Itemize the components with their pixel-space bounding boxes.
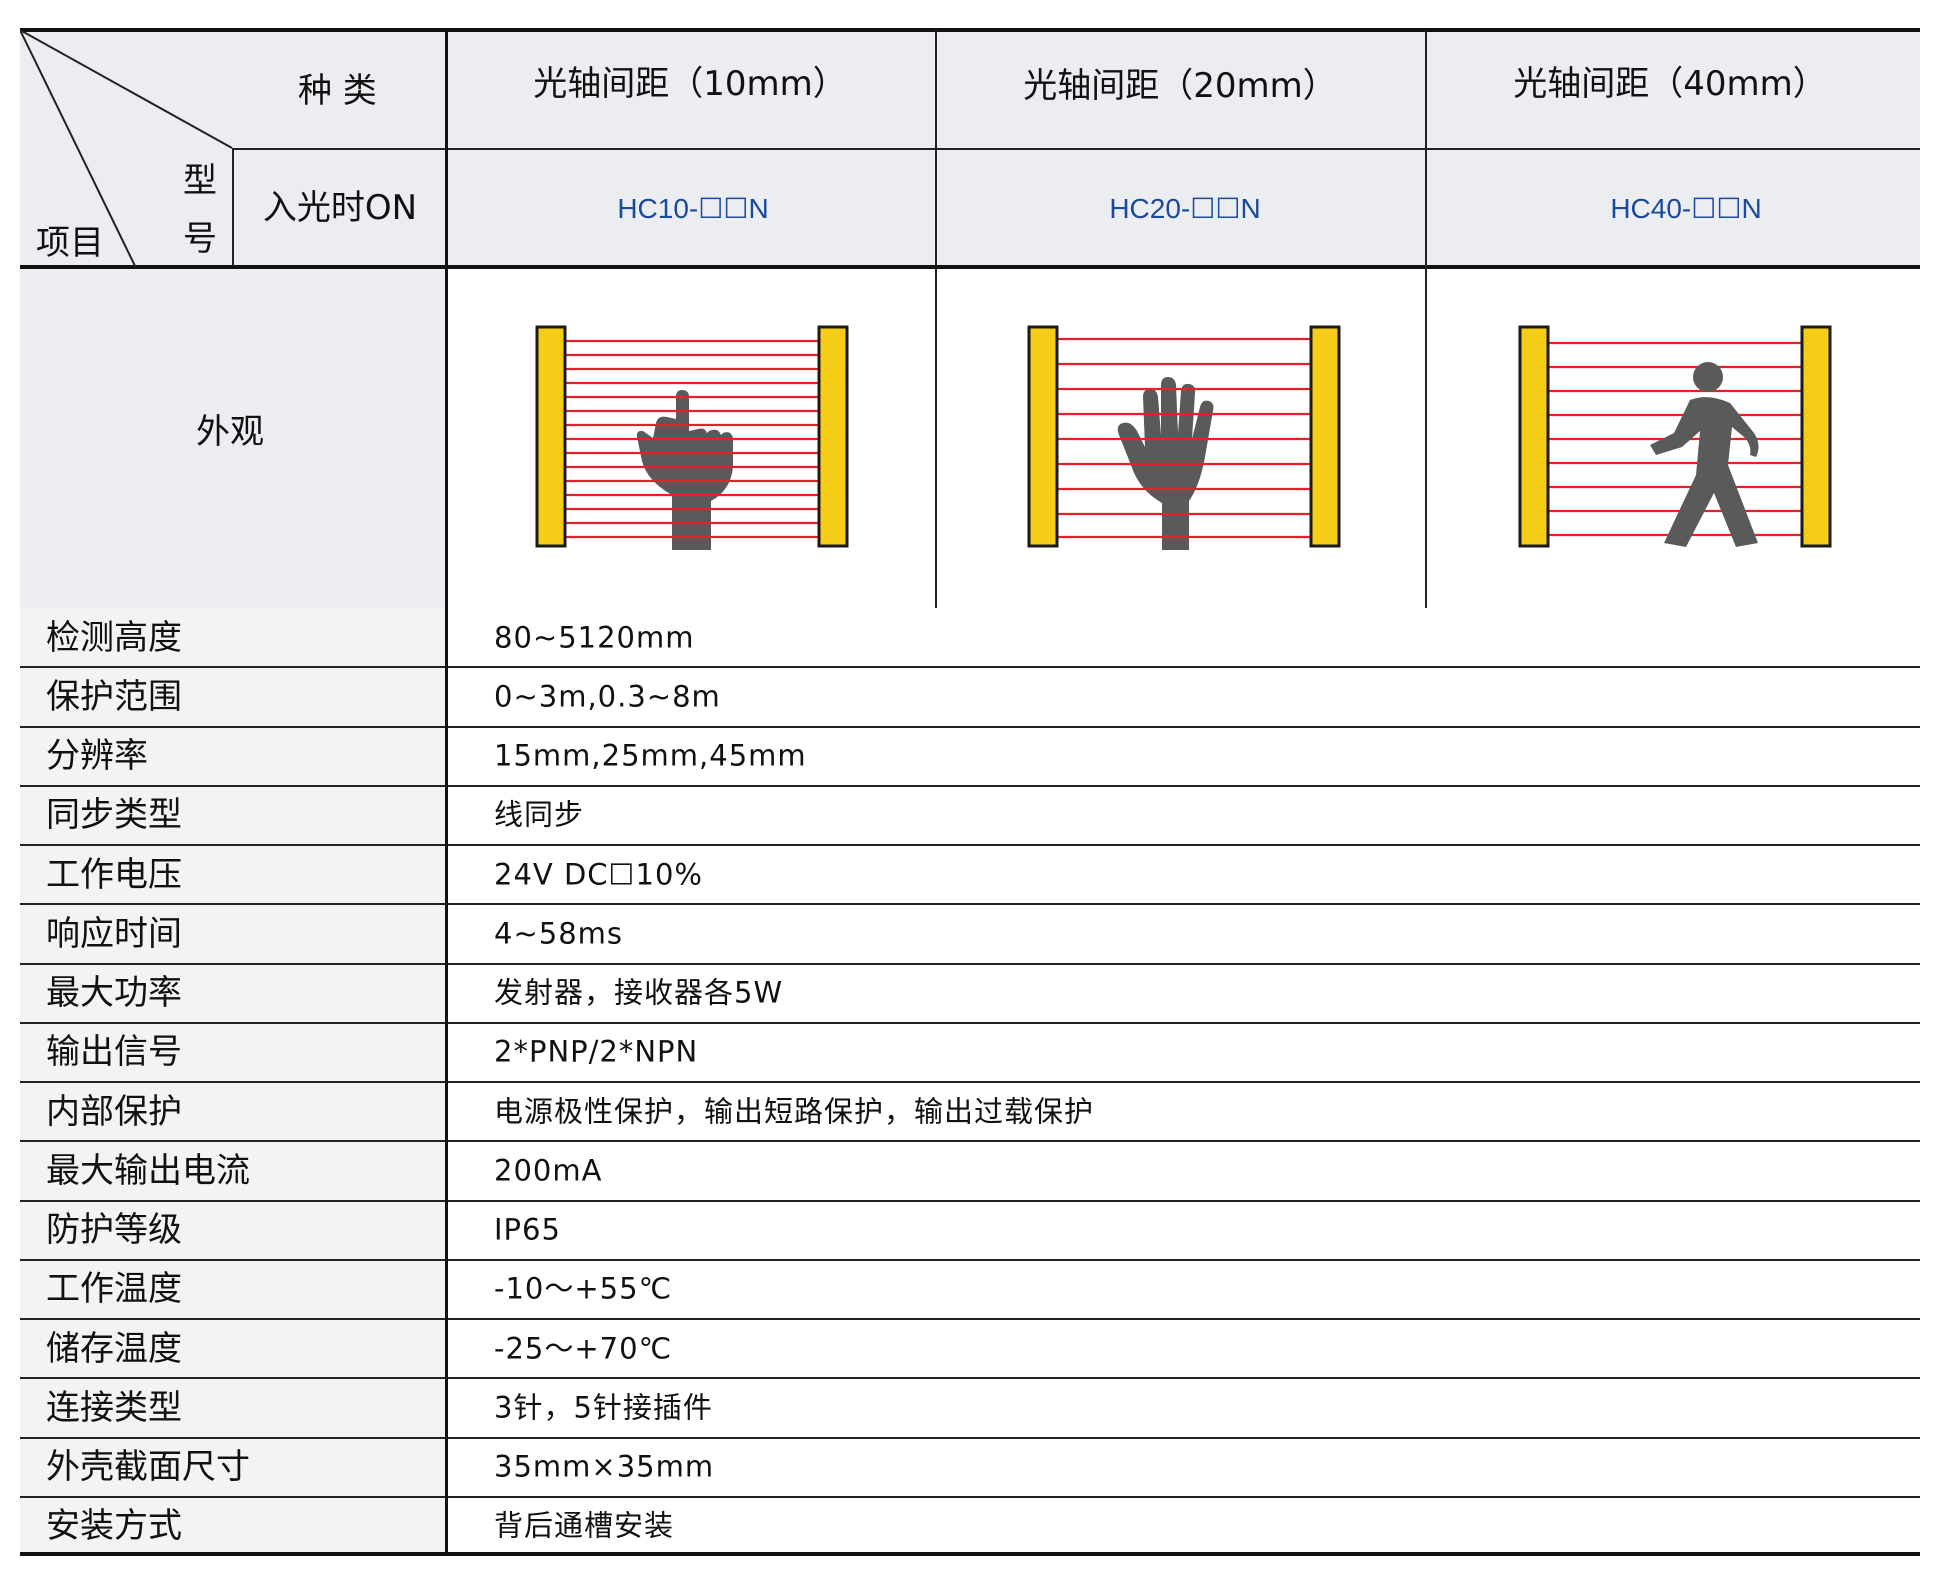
light-beams-10mm <box>565 339 819 539</box>
spec-row-divider <box>20 1021 1920 1024</box>
spec-label: 储存温度 <box>46 1328 182 1369</box>
light-curtain-20mm-illustration <box>1027 325 1341 550</box>
column-divider-2 <box>1425 30 1427 608</box>
spec-row-divider <box>20 1436 1920 1439</box>
spec-label: 同步类型 <box>46 795 182 836</box>
spec-row-divider <box>20 1495 1920 1498</box>
spec-label: 外壳截面尺寸 <box>46 1447 250 1488</box>
spec-label: 最大输出电流 <box>46 1150 250 1191</box>
spec-label: 最大功率 <box>46 973 182 1014</box>
column-title-10mm: 光轴间距（10mm） <box>533 64 847 104</box>
spec-label: 保护范围 <box>46 676 182 717</box>
spec-value: 2*PNP/2*NPN <box>494 1034 699 1069</box>
receiver-bar <box>1800 325 1832 548</box>
table-top-border <box>20 28 1920 32</box>
spec-value: 200mA <box>494 1153 603 1188</box>
spec-row-divider <box>20 725 1920 728</box>
spec-value: 背后通槽安装 <box>494 1508 675 1543</box>
light-curtain-10mm-illustration <box>535 325 849 550</box>
appearance-label: 外观 <box>196 412 264 452</box>
receiver-bar <box>1309 325 1341 548</box>
table-bottom-border <box>20 1552 1920 1556</box>
spec-value: 15mm,25mm,45mm <box>494 738 807 773</box>
model-code-10mm: HC10-☐☐N <box>617 193 769 224</box>
spec-label: 连接类型 <box>46 1387 182 1428</box>
spec-row-divider <box>20 1140 1920 1143</box>
spec-label: 分辨率 <box>46 736 148 777</box>
corner-model-label-bottom: 号 <box>183 219 217 259</box>
corner-item-label: 项目 <box>36 223 104 263</box>
spec-value: 80~5120mm <box>494 620 695 655</box>
spec-label: 输出信号 <box>46 1032 182 1073</box>
model-code-40mm: HC40-☐☐N <box>1610 193 1762 224</box>
spec-value: 0~3m,0.3~8m <box>494 679 721 714</box>
spec-label: 检测高度 <box>46 617 182 658</box>
pointing-finger-icon <box>636 390 733 550</box>
spec-value: 电源极性保护，输出短路保护，输出过载保护 <box>494 1094 1095 1129</box>
corner-model-label-top: 型 <box>183 161 217 201</box>
spec-row-divider <box>20 1199 1920 1202</box>
column-title-20mm: 光轴间距（20mm） <box>1023 66 1337 106</box>
spec-row-divider <box>20 903 1920 906</box>
spec-value: 35mm×35mm <box>494 1449 715 1484</box>
spec-value: 4~58ms <box>494 916 624 951</box>
spec-row-divider <box>20 844 1920 846</box>
appearance-label-background <box>20 268 446 608</box>
light-on-label: 入光时ON <box>262 188 418 228</box>
spec-label: 响应时间 <box>46 913 182 954</box>
spec-label: 内部保护 <box>46 1091 182 1132</box>
column-title-40mm: 光轴间距（40mm） <box>1513 64 1827 104</box>
spec-label: 工作电压 <box>46 854 182 895</box>
spec-value: 3针，5针接插件 <box>494 1390 713 1425</box>
corner-split-divider <box>232 148 234 266</box>
spec-row-divider <box>20 666 1920 669</box>
spec-value: -25～+70℃ <box>494 1331 673 1366</box>
spec-value: 发射器，接收器各5W <box>494 975 784 1010</box>
label-column-divider <box>445 30 448 1554</box>
spec-value: -10～+55℃ <box>494 1271 673 1306</box>
spec-value: 24V DC☐10% <box>494 857 703 892</box>
emitter-bar <box>1027 325 1059 548</box>
light-beams-20mm <box>1057 337 1311 539</box>
spec-label: 防护等级 <box>46 1210 182 1251</box>
column-divider-1 <box>935 30 937 608</box>
spec-row-divider <box>20 962 1920 965</box>
spec-row-divider <box>20 784 1920 787</box>
spec-row-divider <box>20 1377 1920 1380</box>
spec-row-divider <box>20 1258 1920 1261</box>
spec-value: IP65 <box>494 1212 561 1247</box>
spec-row-divider <box>20 1318 1920 1320</box>
model-code-20mm: HC20-☐☐N <box>1109 193 1261 224</box>
spec-label: 工作温度 <box>46 1269 182 1310</box>
spec-value: 线同步 <box>494 797 585 832</box>
emitter-bar <box>1518 325 1550 548</box>
header-divider <box>232 148 1920 150</box>
corner-category-label: 种 类 <box>298 71 377 111</box>
spec-row-divider <box>20 1081 1920 1083</box>
walking-person-icon <box>1650 362 1759 547</box>
light-curtain-40mm-illustration <box>1518 325 1832 548</box>
emitter-bar <box>535 325 567 548</box>
corner-diagonals <box>20 30 233 268</box>
receiver-bar <box>817 325 849 548</box>
spec-label: 安装方式 <box>46 1506 182 1547</box>
header-bottom-border <box>20 265 1920 269</box>
